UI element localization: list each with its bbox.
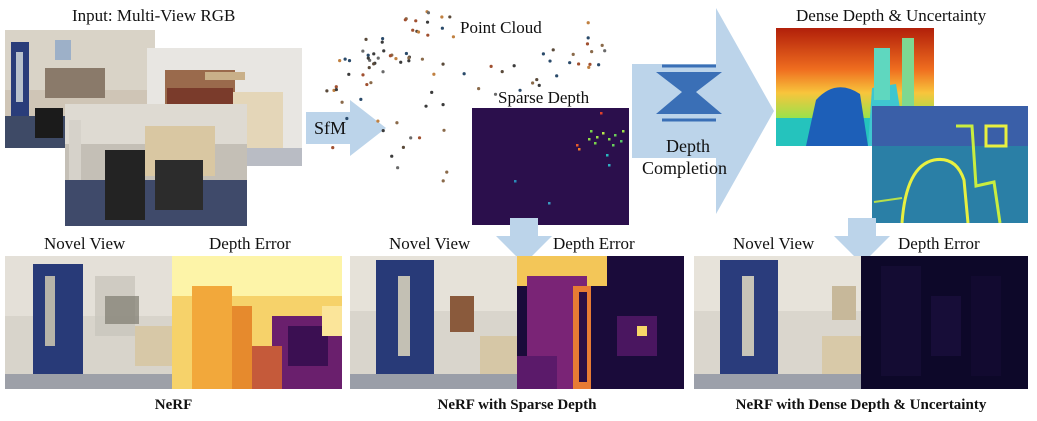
input-label: Input: Multi-View RGB [72,6,236,25]
sfm-arrow [306,100,388,156]
panel3-novel-view-label: Novel View [733,234,815,253]
panel1-caption: NeRF [154,397,193,413]
down-arrow-sparse [496,218,552,264]
panel1-novel-view-label: Novel View [44,234,126,253]
sparse-depth-map [472,108,629,225]
panel2-depth-error-label: Depth Error [553,234,635,253]
point-cloud [300,4,630,204]
depth-completion-label-2: Completion [642,158,727,178]
input-rgb-images [5,30,305,230]
panel2-caption: NeRF with Sparse Depth [437,397,597,413]
down-arrow-dense [834,218,890,264]
point-cloud-label: Point Cloud [460,18,542,37]
panel3-depth-error-image [861,256,1028,389]
panel1-depth-error-label: Depth Error [209,234,291,253]
panel3-depth-error-label: Depth Error [898,234,980,253]
uncertainty-map [872,106,1028,223]
panel3-caption: NeRF with Dense Depth & Uncertainty [735,397,987,413]
dense-depth-label: Dense Depth & Uncertainty [796,6,987,25]
sparse-depth-label: Sparse Depth [498,88,590,107]
sfm-label: SfM [314,118,347,138]
panel3-novel-view-image [694,256,861,389]
panel2-novel-view-label: Novel View [389,234,471,253]
rgb-image-3 [65,104,247,226]
depth-completion-label-1: Depth [666,136,710,156]
network-icon [652,62,726,124]
panel2-depth-error-image [517,256,684,389]
panel1-novel-view-image [5,256,172,389]
panel1-depth-error-image [172,256,342,389]
panel2-novel-view-image [350,256,517,389]
